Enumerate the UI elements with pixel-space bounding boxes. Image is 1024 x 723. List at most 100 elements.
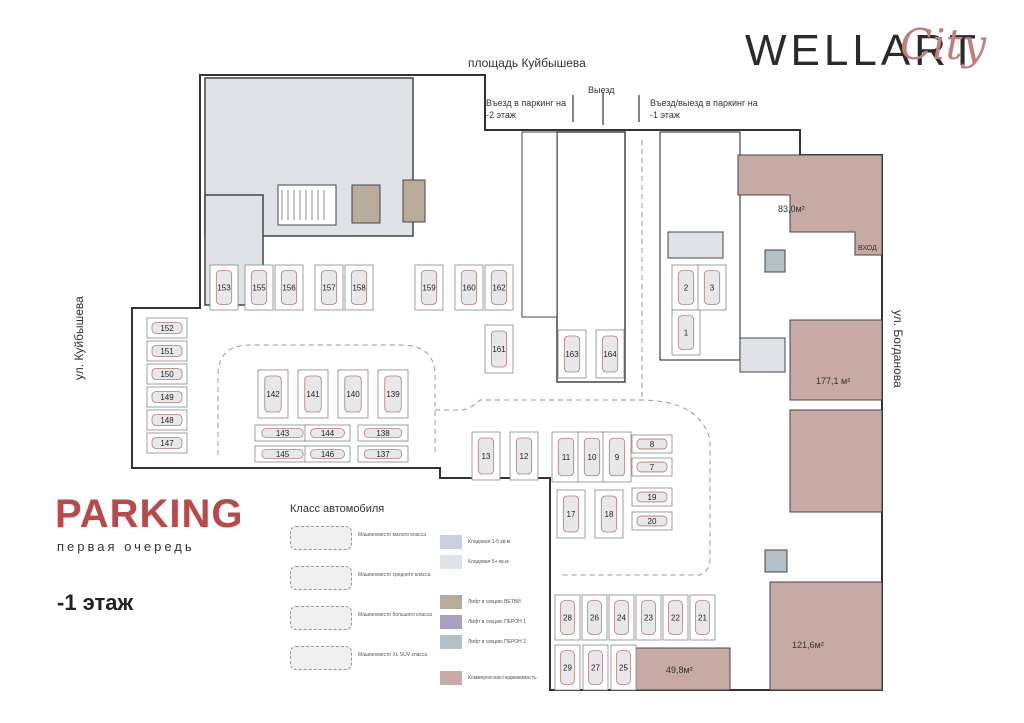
parking-spot[interactable]: 150 [146, 363, 188, 385]
legend-swatch [440, 555, 462, 569]
parking-spot[interactable]: 27 [582, 644, 609, 691]
parking-spot[interactable]: 157 [314, 264, 344, 311]
parking-spot[interactable]: 146 [304, 445, 351, 463]
parking-spot[interactable]: 138 [357, 424, 409, 442]
spot-number: 3 [710, 284, 715, 293]
parking-spot[interactable]: 158 [344, 264, 374, 311]
legend-car-item: Машиноместо большого класса [288, 600, 498, 634]
parking-spot[interactable]: 155 [244, 264, 274, 311]
spot-number: 19 [648, 493, 657, 502]
parking-spot[interactable]: 11 [551, 431, 581, 483]
spot-number: 24 [617, 614, 626, 623]
parking-spot[interactable]: 163 [557, 329, 587, 379]
parking-spot[interactable]: 25 [610, 644, 637, 691]
spot-number: 156 [282, 284, 296, 293]
spot-number: 161 [492, 345, 506, 354]
parking-spot[interactable]: 28 [554, 594, 581, 641]
legend-color-label: Лифт в секцию ПЕРОН 1 [468, 619, 526, 625]
parking-spot[interactable]: 10 [577, 431, 607, 483]
car-class-icon [290, 566, 352, 590]
car-icon [608, 437, 626, 477]
spot-number: 27 [591, 664, 600, 673]
elevator-right [402, 179, 426, 223]
parking-spot[interactable]: 3 [697, 264, 727, 311]
parking-spot[interactable]: 24 [608, 594, 635, 641]
parking-spot[interactable]: 2 [671, 264, 701, 311]
parking-spot[interactable]: 140 [337, 369, 369, 419]
spot-number: 142 [266, 390, 280, 399]
floor-label: -1 этаж [57, 590, 134, 615]
commercial-area-121: 121,6м² [792, 640, 824, 650]
spot-number: 10 [588, 453, 597, 462]
parking-spot[interactable]: 29 [554, 644, 581, 691]
spot-number: 7 [650, 463, 655, 472]
parking-spot[interactable]: 144 [304, 424, 351, 442]
parking-spot[interactable]: 141 [297, 369, 329, 419]
car-icon [695, 600, 710, 635]
parking-spot[interactable]: 149 [146, 386, 188, 408]
car-icon [344, 375, 362, 413]
legend-color-label: Кладовая 5+ кв.м [468, 559, 509, 565]
car-icon [490, 270, 508, 305]
parking-spot[interactable]: 159 [414, 264, 444, 311]
storage-block-b [667, 231, 724, 259]
parking-spot[interactable]: 153 [209, 264, 239, 311]
parking-spot[interactable]: 21 [689, 594, 716, 641]
car-icon [601, 335, 619, 373]
parking-spot[interactable]: 142 [257, 369, 289, 419]
spot-number: 138 [376, 429, 390, 438]
parking-spot[interactable]: 164 [595, 329, 625, 379]
car-icon [583, 437, 601, 477]
car-icon [557, 437, 575, 477]
parking-spot[interactable]: 161 [484, 324, 514, 374]
parking-spot[interactable]: 22 [662, 594, 689, 641]
car-icon [420, 270, 438, 305]
car-icon [636, 461, 668, 473]
legend-color-label: Лифт в секцию ВЕТВИ [468, 599, 521, 605]
parking-spot[interactable]: 156 [274, 264, 304, 311]
car-icon [151, 322, 183, 334]
parking-spot[interactable]: 160 [454, 264, 484, 311]
parking-spot[interactable]: 18 [594, 489, 624, 539]
parking-spot[interactable]: 17 [556, 489, 586, 539]
parking-spot[interactable]: 152 [146, 317, 188, 339]
parking-spot[interactable]: 145 [254, 445, 311, 463]
car-icon [261, 449, 304, 459]
parking-spot[interactable]: 12 [509, 431, 539, 481]
legend-car-item: Машиноместо XL SUV класса [288, 640, 498, 674]
car-icon [636, 438, 668, 450]
parking-spot[interactable]: 137 [357, 445, 409, 463]
spot-number: 150 [160, 370, 174, 379]
parking-spot[interactable]: 26 [581, 594, 608, 641]
car-icon [668, 600, 683, 635]
parking-spot[interactable]: 148 [146, 409, 188, 431]
parking-spot[interactable]: 9 [602, 431, 632, 483]
car-icon [562, 495, 580, 533]
parking-spot[interactable]: 23 [635, 594, 662, 641]
spot-number: 25 [619, 664, 628, 673]
parking-spot[interactable]: 1 [671, 309, 701, 356]
parking-spot[interactable]: 7 [631, 457, 673, 477]
car-icon [563, 335, 581, 373]
spot-number: 21 [698, 614, 707, 623]
parking-spot[interactable]: 143 [254, 424, 311, 442]
spot-number: 20 [648, 517, 657, 526]
legend-swatch [440, 595, 462, 609]
spot-number: 12 [520, 452, 529, 461]
spot-number: 26 [590, 614, 599, 623]
parking-spot[interactable]: 19 [631, 487, 673, 507]
parking-spot[interactable]: 151 [146, 340, 188, 362]
car-icon [636, 491, 668, 503]
legend-color-label: Кладовая 1-5 кв.м [468, 539, 511, 545]
parking-spot[interactable]: 139 [377, 369, 409, 419]
parking-spot[interactable]: 13 [471, 431, 501, 481]
spot-number: 160 [462, 284, 476, 293]
car-icon [477, 437, 495, 475]
legend-car-label: Машиноместо большого класса [358, 612, 432, 618]
car-icon [384, 375, 402, 413]
parking-spot[interactable]: 20 [631, 511, 673, 531]
parking-spot[interactable]: 8 [631, 434, 673, 454]
parking-spot[interactable]: 147 [146, 432, 188, 454]
spot-number: 13 [482, 452, 491, 461]
parking-spot[interactable]: 162 [484, 264, 514, 311]
